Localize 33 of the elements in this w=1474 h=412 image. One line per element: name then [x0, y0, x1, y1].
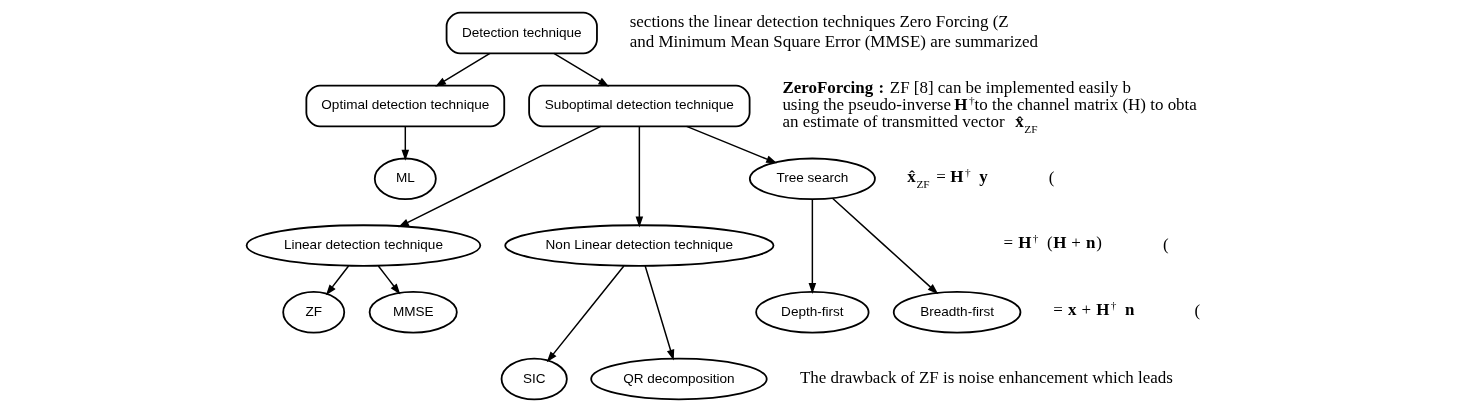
node-ellipse: Depth-first — [754, 291, 869, 334]
label: ( — [1194, 301, 1200, 321]
node-box: Optimal detection technique — [304, 84, 505, 128]
node-ellipse: Non Linear detection technique — [503, 224, 774, 267]
node-ellipse: QR decomposition — [589, 357, 768, 401]
arrow — [643, 265, 674, 361]
arrow — [434, 52, 491, 87]
label: x̂$_{ZF}$ = H$^{†}$ y — [906, 165, 988, 190]
arrow — [831, 197, 938, 295]
arrow — [325, 265, 349, 296]
label: ( — [1048, 167, 1054, 187]
arrow — [377, 265, 400, 295]
arrow — [397, 125, 601, 228]
arrow — [635, 125, 643, 228]
label: sections the linear detection techniques Zero Forcing (Z and Minimum Mean Square Error (MMSE) are summarized — [629, 12, 1038, 51]
label: ZeroForcing : ZF [8] can be implemented easily b using the pseudo-inverseH$^{†}$to the channel matrix (H) to obta an estimate of transmitted vector x̂$_{ZF}$ — [781, 77, 1197, 135]
node-ellipse: ML — [373, 157, 437, 201]
node-ellipse: SIC — [500, 357, 568, 401]
arrow — [685, 125, 777, 164]
node-box: Detection technique — [445, 11, 598, 55]
node-ellipse: Breadth-first — [892, 291, 1021, 334]
arrow — [552, 52, 609, 87]
node-ellipse: MMSE — [368, 291, 458, 334]
node-ellipse: Linear detection technique — [245, 224, 481, 267]
arrow — [546, 265, 625, 363]
node-ellipse: ZF — [281, 291, 345, 334]
label: The drawback of ZF is noise enhancement which leads — [799, 367, 1173, 387]
label: = H$^{†}$ (H + n) — [1002, 232, 1102, 253]
node-box: Suboptimal detection technique — [527, 84, 750, 128]
arrow — [401, 125, 409, 161]
arrow — [808, 198, 816, 294]
label: ( — [1162, 234, 1169, 254]
label: = x + H$^{†}$ n — [1052, 299, 1134, 320]
